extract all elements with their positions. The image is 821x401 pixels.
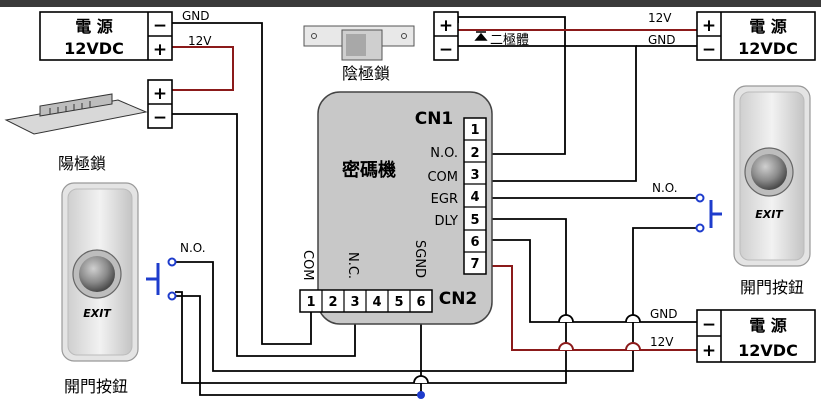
cn1-pin-3: 3 bbox=[470, 168, 479, 183]
cn1-pin-labels: N.O. COM EGR DLY SGND bbox=[412, 146, 458, 278]
cn2-pin-3: 3 bbox=[350, 295, 359, 310]
diode-label: 二極體 bbox=[490, 32, 529, 48]
cn1-pin-7: 7 bbox=[470, 257, 479, 272]
power-label: 電 源 bbox=[75, 17, 113, 36]
pos-terminal: + bbox=[702, 341, 716, 361]
cn2-pin-5: 5 bbox=[394, 295, 403, 310]
pin-label-sgnd: SGND bbox=[412, 240, 427, 278]
neg-terminal: − bbox=[702, 315, 716, 335]
pin-label-dly: DLY bbox=[435, 214, 459, 229]
label-gnd: GND bbox=[182, 9, 210, 23]
label-12v: 12V bbox=[650, 335, 674, 349]
power-voltage: 12VDC bbox=[64, 39, 124, 58]
neg-terminal: − bbox=[153, 108, 167, 128]
cathode-lock-label: 陰極鎖 bbox=[342, 64, 390, 83]
wire-left-no bbox=[175, 227, 697, 372]
diode-icon bbox=[474, 31, 488, 41]
power-label: 電 源 bbox=[749, 316, 787, 335]
neg-terminal: − bbox=[702, 40, 716, 60]
cn1-pin-5: 5 bbox=[470, 213, 479, 228]
cn1-label: CN1 bbox=[415, 109, 454, 129]
keypad-title: 密碼機 bbox=[342, 159, 396, 181]
cn2-pin-1: 1 bbox=[306, 295, 315, 310]
wire-gnd-left bbox=[172, 22, 312, 345]
label-12v: 12V bbox=[188, 34, 212, 48]
pos-terminal: + bbox=[153, 84, 167, 104]
wire-sgnd bbox=[486, 239, 697, 323]
exit-button-left: EXIT bbox=[61, 182, 139, 362]
switch-right-icon bbox=[695, 193, 722, 233]
power-supply-top-left: 電 源 12VDC − + bbox=[39, 11, 173, 61]
wire-anode-neg bbox=[172, 113, 356, 357]
keypad-controller: 密碼機 CN1 CN2 bbox=[317, 91, 493, 325]
exit-badge: EXIT bbox=[83, 307, 112, 320]
switch-left-icon bbox=[146, 257, 177, 301]
label-gnd: GND bbox=[650, 307, 678, 321]
cn2-pin-4: 4 bbox=[372, 295, 381, 310]
neg-terminal: − bbox=[439, 40, 453, 60]
exit-button-label: 開門按鈕 bbox=[64, 377, 128, 396]
wire-dly bbox=[175, 218, 567, 384]
red-wires bbox=[172, 29, 697, 351]
neg-terminal: − bbox=[153, 16, 167, 36]
red-wire-hops bbox=[558, 342, 641, 351]
wire-cathode-neg bbox=[458, 45, 637, 182]
pin-label-nc: N.C. bbox=[345, 252, 360, 279]
label-no-right: N.O. bbox=[652, 181, 678, 195]
power-supply-bottom-right: − + 電 源 12VDC bbox=[696, 309, 816, 363]
pin-label-com2: COM bbox=[300, 250, 315, 281]
power-label: 電 源 bbox=[749, 17, 787, 36]
pin-label-egr: EGR bbox=[431, 192, 458, 207]
label-no-left: N.O. bbox=[180, 241, 206, 255]
cn2-connector: 1 2 3 4 5 6 bbox=[299, 289, 433, 313]
wire-hops bbox=[413, 314, 641, 384]
cn1-pin-6: 6 bbox=[470, 235, 479, 250]
power-voltage: 12VDC bbox=[738, 39, 798, 58]
label-gnd: GND bbox=[648, 33, 676, 47]
cn1-pin-2: 2 bbox=[470, 146, 479, 161]
cn1-pin-numbers: 1 2 3 4 5 6 7 bbox=[470, 123, 479, 272]
power-voltage: 12VDC bbox=[738, 341, 798, 360]
cn1-pin-4: 4 bbox=[470, 190, 479, 205]
cn2-pin-2: 2 bbox=[328, 295, 337, 310]
pos-terminal: + bbox=[439, 16, 453, 36]
wire-left-com bbox=[175, 295, 421, 396]
button-icon bbox=[751, 154, 787, 190]
cn2-label: CN2 bbox=[439, 289, 478, 309]
button-icon bbox=[79, 256, 115, 292]
exit-button-label: 開門按鈕 bbox=[740, 278, 804, 297]
power-supply-top-right: + − 電 源 12VDC bbox=[696, 11, 816, 61]
cn2-pin-6: 6 bbox=[416, 295, 425, 310]
cn1-connector bbox=[463, 117, 487, 275]
anode-lock-icon bbox=[4, 93, 148, 135]
junction-node bbox=[417, 391, 425, 399]
pos-terminal: + bbox=[702, 16, 716, 36]
cn1-pin-1: 1 bbox=[470, 123, 479, 138]
cathode-lock-icon bbox=[303, 25, 415, 61]
exit-button-right: EXIT bbox=[733, 85, 811, 267]
pos-terminal: + bbox=[153, 40, 167, 60]
label-12v: 12V bbox=[648, 11, 672, 25]
exit-badge: EXIT bbox=[755, 208, 784, 221]
pin-label-com: COM bbox=[427, 170, 458, 185]
anode-lock-label: 陽極鎖 bbox=[58, 154, 106, 173]
pin-label-no: N.O. bbox=[430, 146, 458, 161]
wire-12v-left bbox=[172, 46, 234, 91]
wire-12v-bottomright bbox=[486, 265, 697, 351]
top-band bbox=[0, 0, 821, 7]
